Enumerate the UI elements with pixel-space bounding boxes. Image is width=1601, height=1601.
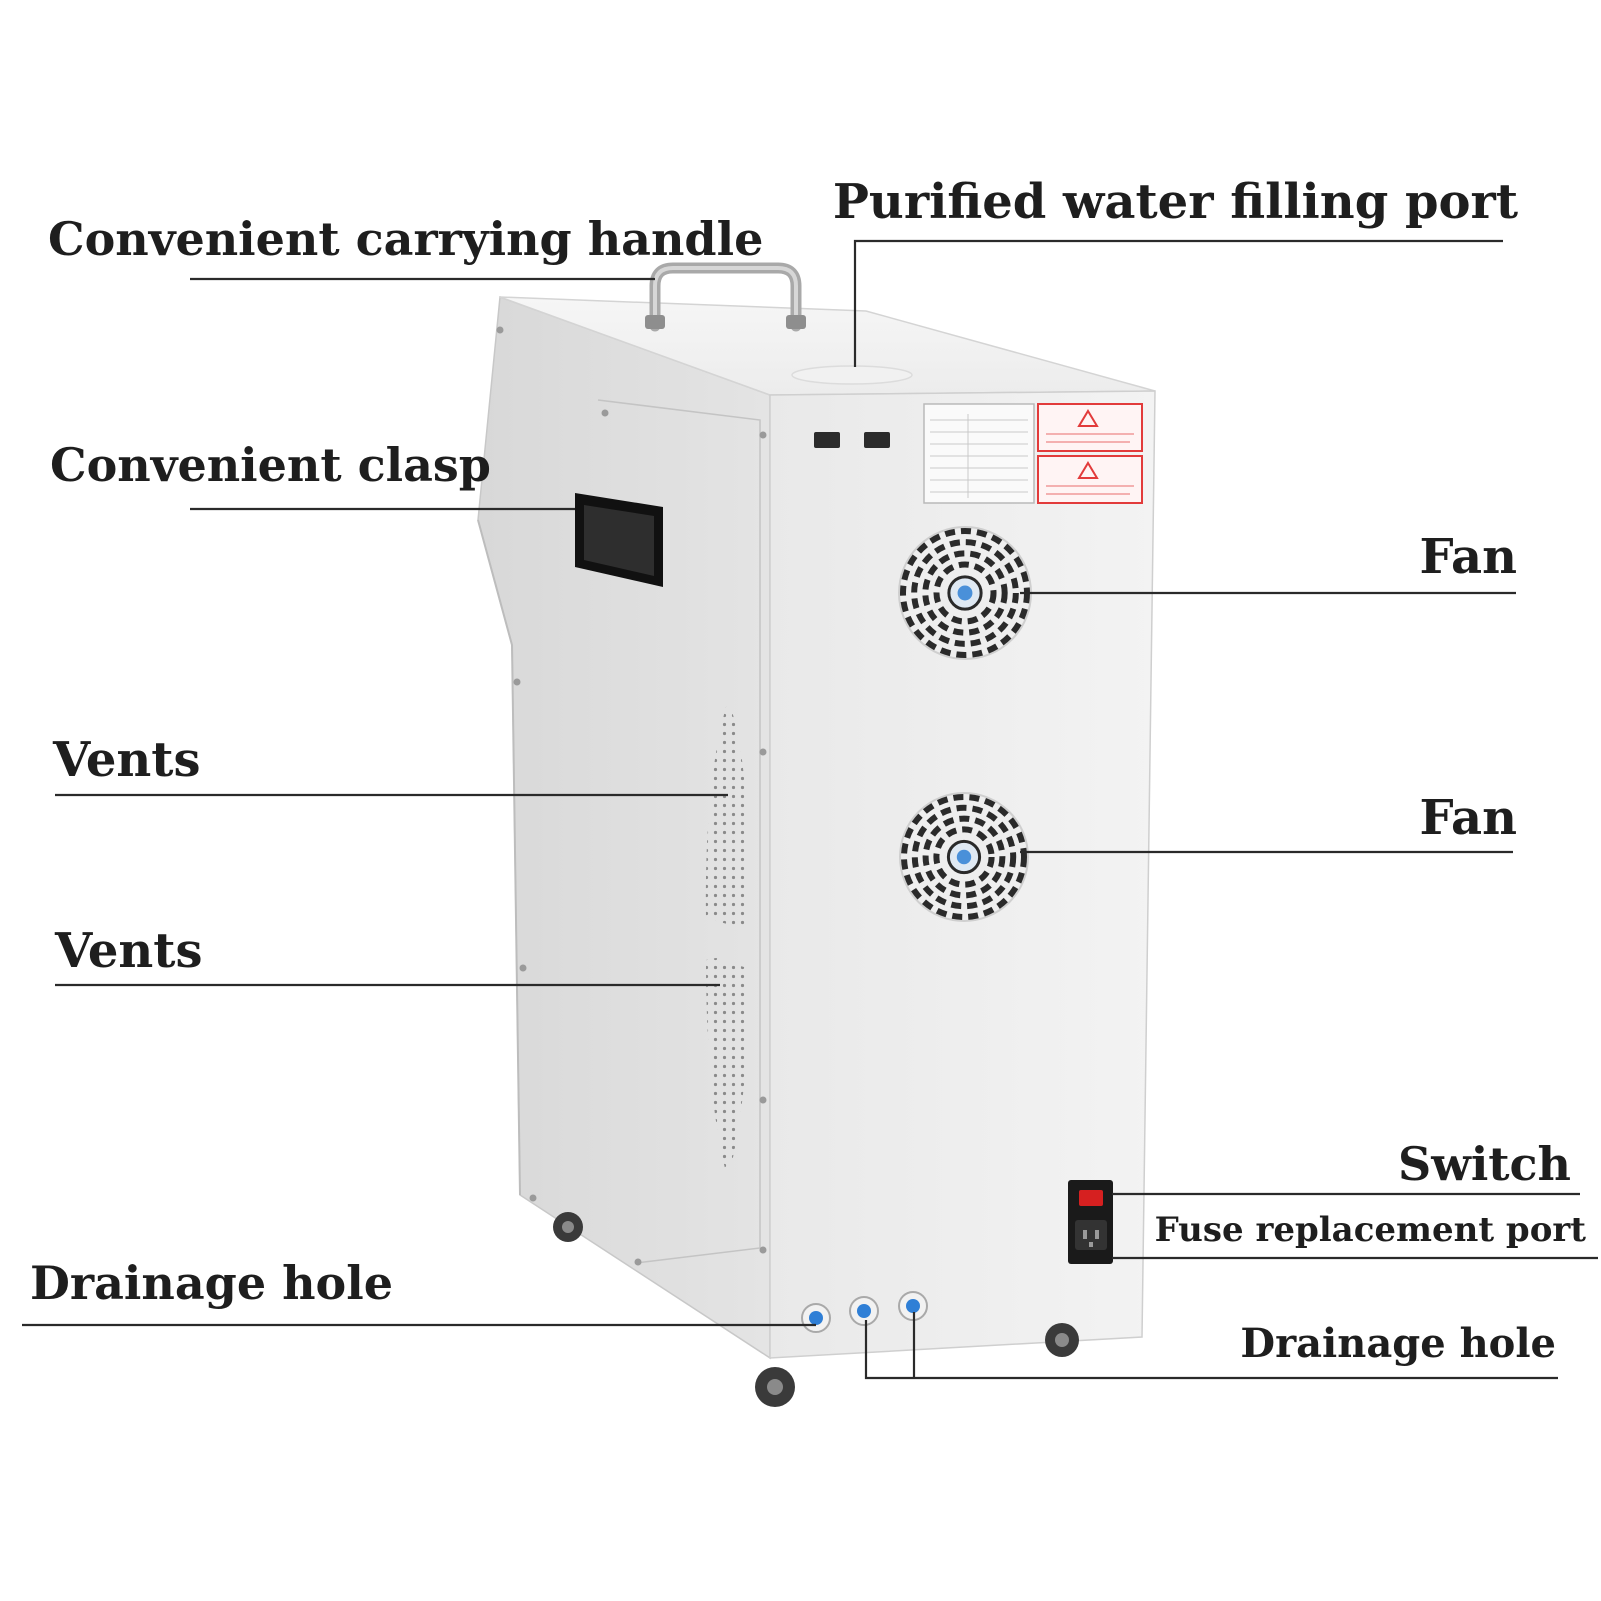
label-fan-top: Fan xyxy=(1420,529,1517,585)
drain-fittings xyxy=(801,1291,928,1333)
filling-port-icon xyxy=(791,365,913,385)
purifier-cabinet xyxy=(477,262,1156,1407)
label-vents-bottom: Vents xyxy=(54,923,202,979)
caster-wheel-icon xyxy=(553,1212,583,1242)
panel-screws xyxy=(496,326,767,1266)
handle-icon xyxy=(645,262,806,332)
vent-grille-icon xyxy=(706,958,748,1180)
label-fan-bottom: Fan xyxy=(1420,790,1517,846)
fan-icon xyxy=(898,526,1032,660)
drain-fitting-icon xyxy=(801,1303,831,1333)
leader-drainage-right xyxy=(864,1320,1558,1380)
power-switch-icon xyxy=(1079,1190,1103,1206)
drain-fitting-icon xyxy=(898,1291,928,1321)
drain-fitting-icon xyxy=(849,1296,879,1326)
vent-grille-icon xyxy=(705,700,749,930)
label-drainage-left: Drainage hole xyxy=(30,1256,393,1310)
side-edge-shadow xyxy=(477,519,521,1196)
warning-label xyxy=(1037,403,1143,504)
label-vents-top: Vents xyxy=(52,732,200,788)
caster-wheel-icon xyxy=(1045,1323,1079,1357)
fan-icon xyxy=(899,792,1029,922)
leader-filling-port xyxy=(853,239,1503,367)
front-port xyxy=(814,432,840,448)
spec-label xyxy=(923,403,1035,504)
label-switch: Switch xyxy=(1398,1137,1571,1191)
front-port xyxy=(864,432,890,448)
label-fuse-port: Fuse replacement port xyxy=(1155,1210,1587,1250)
label-carrying-handle: Convenient carrying handle xyxy=(48,212,763,266)
label-clasp: Convenient clasp xyxy=(50,438,491,492)
label-filling-port: Purified water filling port xyxy=(833,174,1518,230)
side-door-seam xyxy=(597,399,761,1264)
label-drainage-right: Drainage hole xyxy=(1240,1320,1556,1367)
power-panel xyxy=(1068,1180,1113,1264)
leader-lines xyxy=(22,239,1598,1380)
clasp-icon xyxy=(575,493,663,587)
power-socket-icon xyxy=(1075,1220,1107,1250)
caster-wheel-icon xyxy=(755,1367,795,1407)
